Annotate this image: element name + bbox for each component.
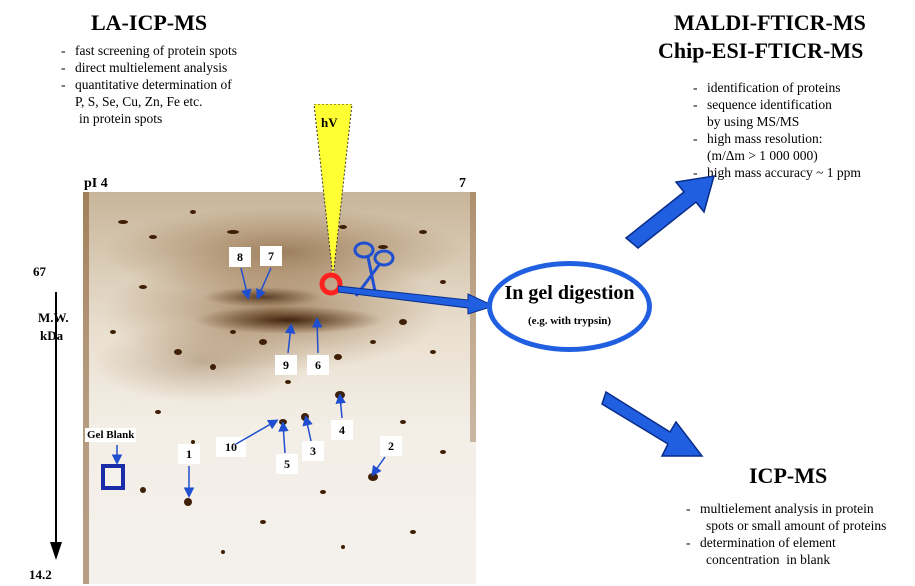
in-gel-digestion-subtitle: (e.g. with trypsin): [492, 315, 647, 327]
gel-blank-box: [101, 464, 125, 490]
in-gel-digestion-title: In gel digestion: [492, 282, 647, 305]
arrow-to-maldi: [622, 170, 722, 250]
in-gel-digestion-oval: In gel digestion (e.g. with trypsin): [487, 261, 652, 352]
arrow-to-icp: [600, 380, 710, 460]
